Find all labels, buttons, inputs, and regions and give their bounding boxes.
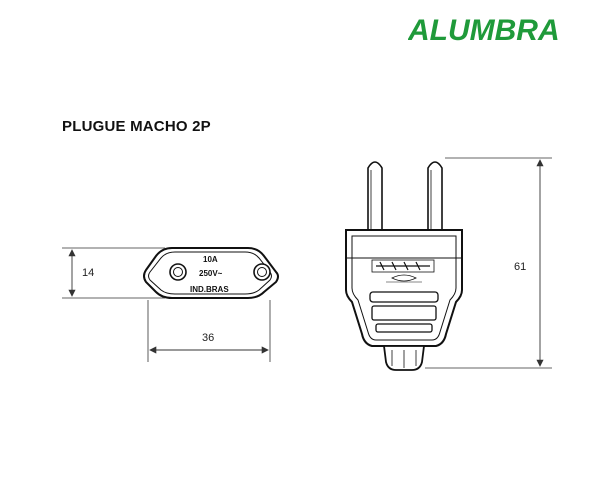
pin-hole-right — [253, 263, 271, 281]
marking-text: IND.BRAS — [190, 285, 229, 294]
alumbra-logo: ALUMBRA — [408, 14, 560, 47]
page-title: PLUGUE MACHO 2P — [62, 118, 211, 135]
dimension-height-side: 61 — [425, 157, 552, 369]
front-outline — [143, 247, 279, 299]
logo-text: ALUMBRA — [408, 14, 560, 47]
rating-voltage: 250V~ — [199, 269, 223, 278]
dim-label-36: 36 — [202, 332, 214, 344]
pin-right — [427, 161, 443, 233]
dim-label-61: 61 — [514, 261, 526, 273]
dimension-height-front: 14 — [62, 247, 165, 299]
pin-hole-left — [169, 263, 187, 281]
rating-current: 10A — [203, 255, 218, 264]
dim-label-14: 14 — [82, 267, 94, 279]
pin-left — [367, 161, 383, 233]
side-view — [345, 161, 463, 371]
front-view: 10A 250V~ IND.BRAS — [143, 247, 279, 299]
dimension-width-front: 36 — [147, 300, 271, 362]
